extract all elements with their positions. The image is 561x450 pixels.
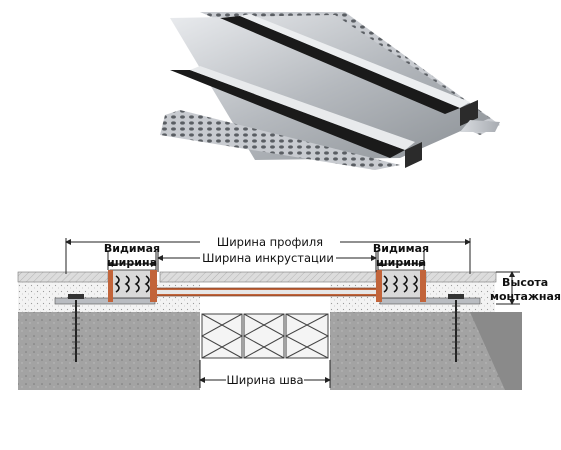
rubber-seal-right bbox=[376, 269, 426, 302]
perforated-flange-front bbox=[160, 110, 400, 170]
insulation-filler bbox=[200, 313, 330, 359]
label-joint-width: Ширина шва bbox=[226, 373, 303, 387]
concrete-slab-left bbox=[18, 312, 200, 390]
rail-left bbox=[190, 66, 415, 150]
label-mount-height-1: Высота bbox=[502, 276, 548, 289]
anchor-bolt-left bbox=[68, 294, 84, 362]
dimension-mount-height bbox=[496, 271, 520, 305]
label-visible-width-right-1: Видимая bbox=[373, 242, 429, 255]
rubber-seal-left bbox=[108, 269, 157, 302]
label-profile-width: Ширина профиля bbox=[217, 235, 323, 249]
tile-left bbox=[17, 271, 109, 283]
profile-photo bbox=[160, 12, 500, 170]
tile-right bbox=[425, 271, 497, 283]
dimension-inlay-width bbox=[157, 252, 377, 272]
rail-right bbox=[240, 14, 470, 108]
dimension-profile-width bbox=[65, 238, 471, 274]
tile-center bbox=[159, 271, 377, 283]
dimension-visible-width-right bbox=[377, 250, 425, 270]
rubber-seal-left bbox=[170, 70, 405, 158]
label-visible-width-left-1: Видимая bbox=[104, 242, 160, 255]
rubber-seal-right bbox=[220, 16, 460, 114]
label-visible-width-right-2: ширина bbox=[376, 256, 426, 269]
label-mount-height-2: монтажная bbox=[490, 290, 561, 303]
cross-section-diagram: Ширина профиля Ширина инкрустации Видима… bbox=[17, 235, 561, 390]
flange-tip bbox=[460, 120, 500, 132]
profile-end-face bbox=[405, 142, 422, 168]
label-inlay-width: Ширина инкрустации bbox=[202, 251, 334, 265]
joint-width-label-layer: Ширина шва bbox=[199, 373, 331, 387]
profile-end-face bbox=[460, 100, 478, 126]
anchor-bolt-right bbox=[448, 294, 464, 362]
slab-bevel bbox=[470, 312, 522, 390]
cover-plate bbox=[170, 15, 490, 160]
dimension-joint-width bbox=[199, 360, 331, 388]
label-visible-width-left-2: ширина bbox=[107, 256, 157, 269]
dimension-visible-width-left bbox=[107, 250, 157, 270]
